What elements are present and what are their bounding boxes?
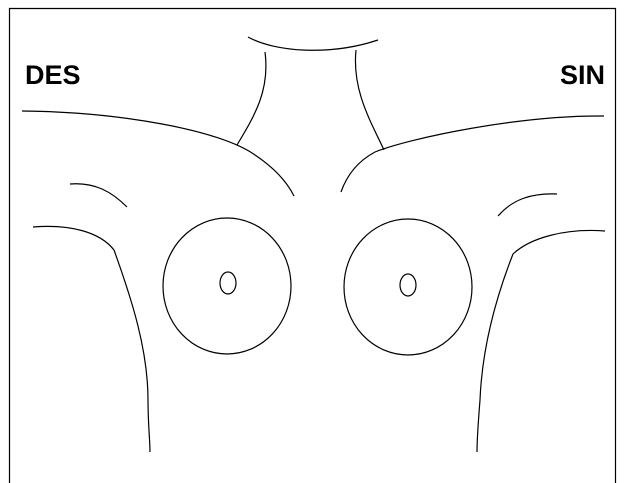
breast-right-side bbox=[163, 218, 291, 354]
neck-right-line bbox=[355, 50, 384, 150]
nipple-left-side bbox=[400, 274, 416, 296]
right-side-label: DES bbox=[25, 60, 81, 90]
shoulder-line-right-side bbox=[22, 111, 294, 196]
neck-left-line bbox=[237, 52, 266, 145]
torso-side-left bbox=[477, 230, 605, 452]
torso-side-right bbox=[33, 226, 150, 452]
shoulder-line-left-side bbox=[341, 116, 604, 192]
axilla-crease-left-side bbox=[498, 194, 557, 216]
neck-top-line bbox=[248, 37, 378, 50]
axilla-crease-right-side bbox=[70, 184, 127, 207]
breast-left-side bbox=[344, 219, 472, 355]
left-side-label: SIN bbox=[560, 60, 605, 90]
nipple-right-side bbox=[220, 272, 236, 294]
